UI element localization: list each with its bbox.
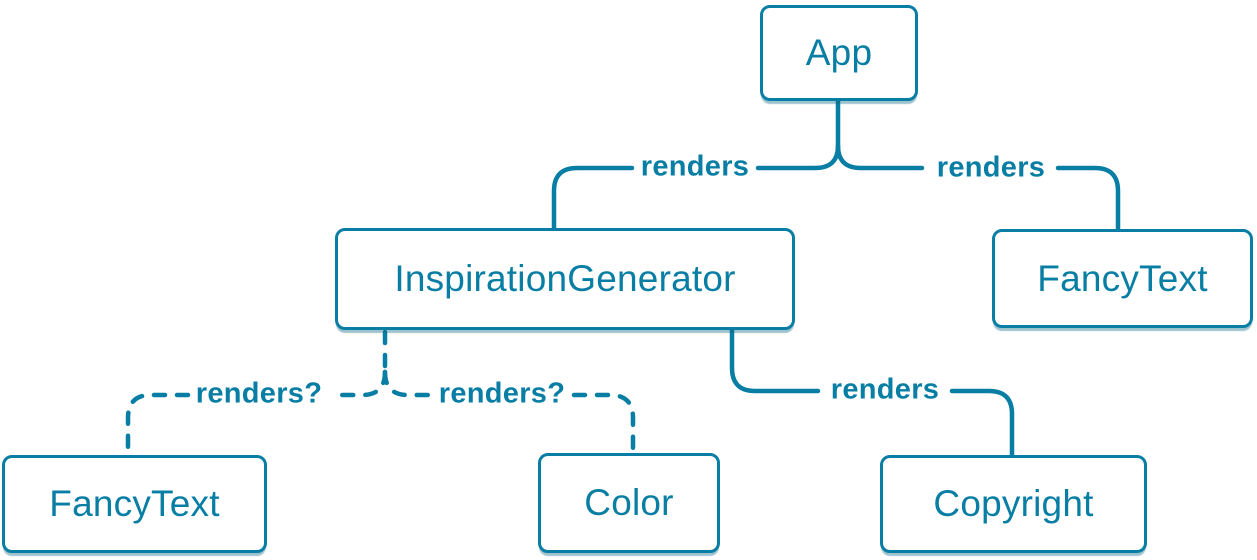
edge-app-to-inspiration-right <box>551 165 635 231</box>
edge-inspiration-to-fancytext-left <box>125 392 191 458</box>
edge-app-to-fancytext-right <box>1055 165 1121 232</box>
node-copyright: Copyright <box>880 455 1147 553</box>
edge-inspiration-to-copyright-left <box>729 327 821 394</box>
edge-label-app-renders-fancytext: renders <box>936 151 1046 184</box>
edge-inspiration-to-color-right <box>571 392 636 456</box>
edge-label-inspiration-renders-color: renders? <box>438 377 566 410</box>
edge-inspiration-to-color-left <box>382 369 433 398</box>
edge-inspiration-to-copyright-right <box>949 388 1015 458</box>
edge-app-to-fancytext-left <box>835 143 925 171</box>
node-inspiration-generator: InspirationGenerator <box>335 228 795 330</box>
edge-label-app-renders-inspiration: renders <box>640 150 750 183</box>
edge-app-to-inspiration-left <box>755 143 841 171</box>
node-fancy-text-top: FancyText <box>992 229 1253 328</box>
edge-label-inspiration-renders-fancytext: renders? <box>195 377 323 410</box>
edge-inspiration-to-fancytext-right <box>329 369 388 398</box>
edge-label-inspiration-renders-copyright: renders <box>830 373 940 406</box>
node-fancy-text-bottom: FancyText <box>2 455 267 553</box>
node-color: Color <box>538 453 720 553</box>
node-app: App <box>760 5 918 101</box>
